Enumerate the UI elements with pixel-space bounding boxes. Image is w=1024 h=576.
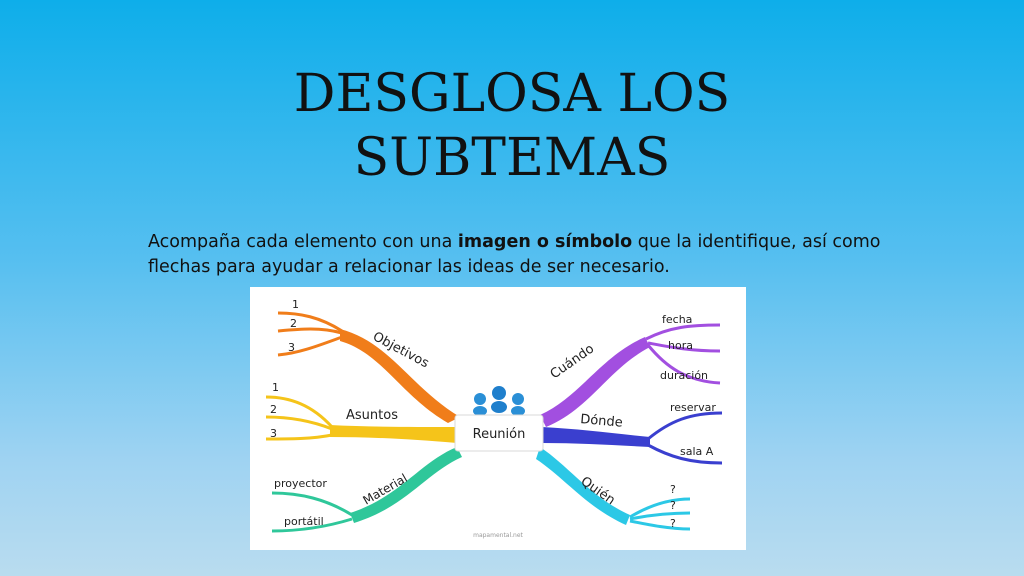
quien-leaf-line-1 xyxy=(629,497,691,519)
quien-branch xyxy=(536,447,630,525)
objetivos-leaf-line-1 xyxy=(277,311,343,333)
quien-leaf-3: ? xyxy=(670,517,676,530)
people-icon xyxy=(473,386,525,416)
objetivos-leaf-line-2 xyxy=(277,327,343,335)
asuntos-leaf-line-3 xyxy=(265,433,333,441)
donde-leaf-2: sala A xyxy=(680,445,714,458)
asuntos-leaf-line-2 xyxy=(265,415,333,431)
material-leaf-2: portátil xyxy=(284,515,324,528)
watermark: mapamental.net xyxy=(473,532,523,539)
donde-leaf-line-2 xyxy=(647,443,723,465)
objetivos-leaf-3: 3 xyxy=(288,341,295,354)
cuando-leaf-line-2 xyxy=(647,341,721,353)
quien-leaf-line-2 xyxy=(629,511,691,521)
title-line-1: DESGLOSA LOS xyxy=(293,64,731,124)
quien-leaf-1: ? xyxy=(670,483,676,496)
objetivos-branch xyxy=(340,329,460,423)
objetivos-leaf-1: 1 xyxy=(292,298,299,311)
cuando-leaf-1: fecha xyxy=(662,313,692,326)
cuando-leaf-line-1 xyxy=(645,323,721,341)
donde-leaf-line-1 xyxy=(647,411,723,441)
material-leaf-line-2 xyxy=(271,517,353,533)
quien-leaf-line-3 xyxy=(629,519,691,531)
asuntos-label: Asuntos xyxy=(346,408,398,423)
mind-map-svg: 1 2 3 Objetivos 1 2 3 Asuntos proyector … xyxy=(265,298,723,539)
cuando-branch xyxy=(540,337,650,427)
asuntos-leaf-3: 3 xyxy=(270,427,277,440)
title-line-2: SUBTEMAS xyxy=(353,128,671,188)
asuntos-branch xyxy=(330,425,457,443)
material-branch xyxy=(350,447,462,523)
slide-body-text: Acompaña cada elemento con una imagen o … xyxy=(148,230,908,280)
center-node-label: Reunión xyxy=(473,427,526,442)
material-leaf-line-1 xyxy=(271,491,353,517)
cuando-leaf-2: hora xyxy=(668,339,693,352)
material-leaf-1: proyector xyxy=(274,477,327,490)
center-node xyxy=(454,414,544,452)
body-text-end: que la identifique, así como flechas par… xyxy=(148,232,881,277)
objetivos-leaf-2: 2 xyxy=(290,317,297,330)
asuntos-leaf-line-1 xyxy=(265,395,334,429)
cuando-label: Cuándo xyxy=(548,341,597,382)
mind-map-image: 1 2 3 Objetivos 1 2 3 Asuntos proyector … xyxy=(250,287,746,550)
quien-leaf-2: ? xyxy=(670,499,676,512)
slide-title: DESGLOSA LOS SUBTEMAS xyxy=(0,62,1024,190)
donde-branch xyxy=(542,427,650,447)
body-text-start: Acompaña cada elemento con una xyxy=(148,232,458,252)
cuando-leaf-line-3 xyxy=(646,344,721,385)
body-text-bold: imagen o símbolo xyxy=(457,232,633,252)
asuntos-leaf-1: 1 xyxy=(272,381,279,394)
objetivos-leaf-line-3 xyxy=(277,335,343,357)
donde-label: Dónde xyxy=(580,412,624,431)
cuando-leaf-3: duración xyxy=(660,369,708,382)
donde-leaf-1: reservar xyxy=(670,401,716,414)
asuntos-leaf-2: 2 xyxy=(270,403,277,416)
